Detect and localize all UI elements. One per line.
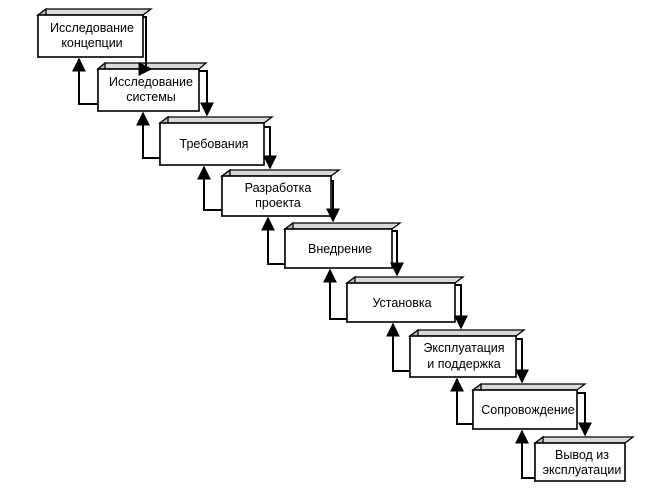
forward-arrow-8-9 xyxy=(577,392,592,437)
stage-4-label-line1: Разработка xyxy=(245,181,312,195)
stage-box-1: Исследование концепции xyxy=(36,7,153,59)
forward-arrow-1-2 xyxy=(138,16,153,76)
stage-8-label-line1: Сопровождение xyxy=(481,403,574,417)
stage-box-8: Сопровождение xyxy=(471,382,587,431)
stage-box-2: Исследование системы xyxy=(96,61,208,113)
forward-arrow-5-6 xyxy=(390,230,404,277)
stage-5-label-line1: Внедрение xyxy=(308,242,372,256)
stage-box-5: Внедрение xyxy=(283,221,402,270)
forward-arrow-2-3 xyxy=(199,70,214,117)
stage-box-6: Установка xyxy=(345,275,465,324)
feedback-arrow-7-6 xyxy=(386,322,410,372)
stage-4-label-line2: проекта xyxy=(255,196,301,210)
stage-7-label-line2: и поддержка xyxy=(427,357,500,371)
stage-box-7: Эксплуатация и поддержка xyxy=(408,328,526,379)
stage-box-9: Вывод из эксплуатации xyxy=(533,435,635,483)
stage-7-label-line1: Эксплуатация xyxy=(423,341,504,355)
forward-arrow-3-4 xyxy=(263,126,277,170)
feedback-arrow-3-2 xyxy=(136,111,160,159)
forward-arrow-7-8 xyxy=(515,338,529,384)
forward-arrow-4-5 xyxy=(326,180,340,223)
feedback-arrow-2-1 xyxy=(72,57,98,105)
stage-2-label-line2: системы xyxy=(126,90,176,104)
stage-box-3: Требования xyxy=(158,115,274,167)
stage-9-label-line2: эксплуатации xyxy=(543,463,622,477)
stage-2-label-line1: Исследование xyxy=(109,75,193,89)
feedback-arrow-5-4 xyxy=(261,216,285,265)
feedback-arrow-6-5 xyxy=(323,268,347,320)
stage-box-4: Разработка проекта xyxy=(220,168,341,218)
stage-3-label-line1: Требования xyxy=(180,137,249,151)
stage-1-label-line1: Исследование xyxy=(50,21,134,35)
stage-6-label-line1: Установка xyxy=(372,296,431,310)
stage-1-label-line2: концепции xyxy=(61,36,122,50)
stage-9-label-line1: Вывод из xyxy=(555,448,609,462)
feedback-arrow-8-7 xyxy=(450,377,473,425)
forward-arrow-6-7 xyxy=(454,284,468,330)
feedback-arrow-4-3 xyxy=(197,165,222,211)
feedback-arrow-9-8 xyxy=(515,429,535,479)
